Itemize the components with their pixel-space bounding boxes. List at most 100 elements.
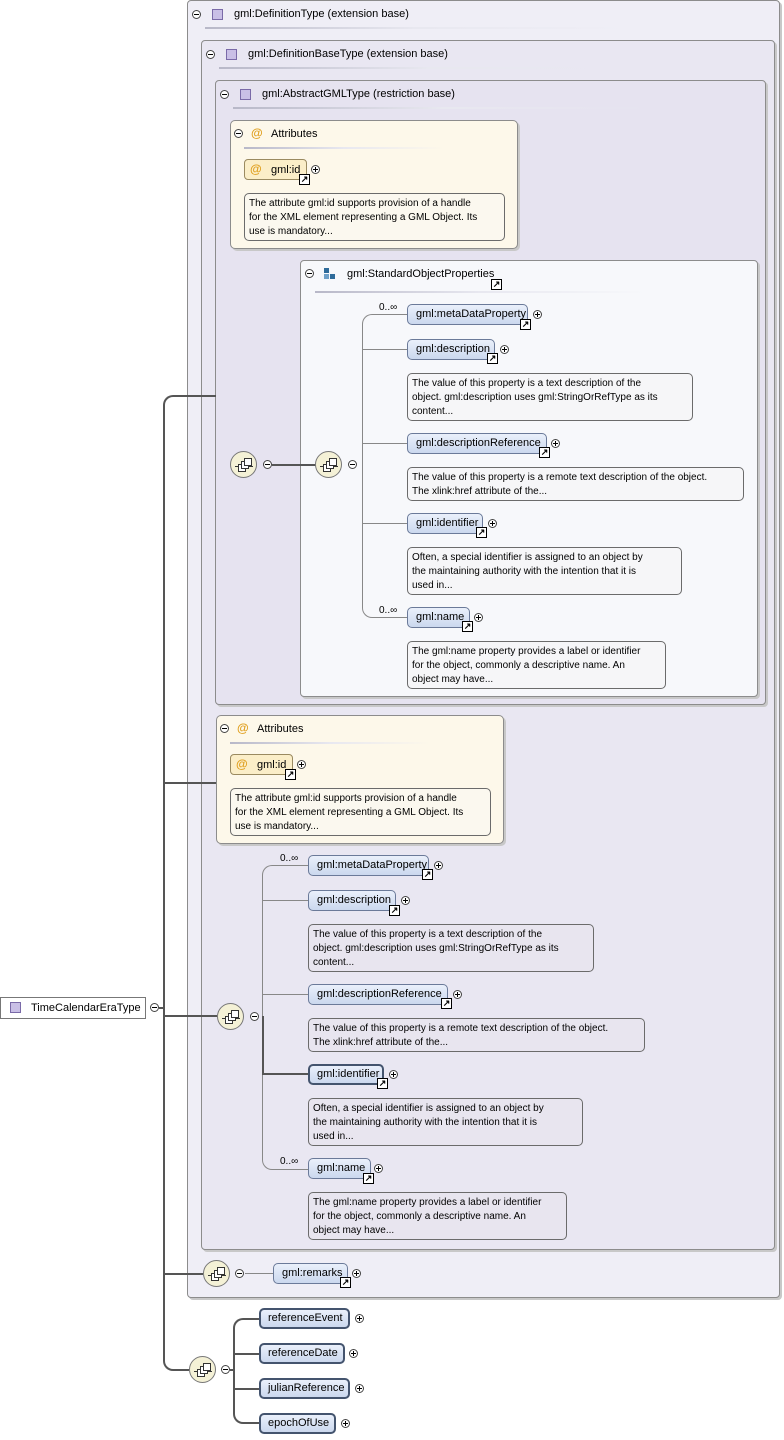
sequence-compositor-icon[interactable] — [217, 1003, 244, 1030]
sop-name-note: The gml:name property provides a label o… — [407, 641, 666, 689]
link-arrow-icon[interactable]: ↗ — [539, 447, 550, 458]
gml-id-attribute[interactable]: @ gml:id — [230, 754, 293, 775]
collapse-sequence-icon[interactable] — [250, 1012, 259, 1021]
element-label: gml:metaDataProperty — [317, 859, 428, 871]
sop-identifier-note: Often, a special identifier is assigned … — [407, 547, 682, 595]
attribute-icon: @ — [250, 162, 262, 176]
base-identifier-element[interactable]: gml:identifier — [308, 1064, 384, 1085]
attribute-icon: @ — [237, 721, 249, 735]
connector — [159, 1007, 165, 1009]
connector — [262, 994, 308, 995]
link-arrow-icon[interactable]: ↗ — [377, 1078, 388, 1089]
expand-icon[interactable] — [349, 1349, 358, 1358]
element-label: referenceEvent — [268, 1312, 343, 1324]
sequence-compositor-icon[interactable] — [203, 1260, 230, 1287]
expand-icon[interactable] — [341, 1419, 350, 1428]
sop-descriptionreference-element[interactable]: gml:descriptionReference — [407, 433, 547, 454]
link-arrow-icon[interactable]: ↗ — [462, 621, 473, 632]
expand-icon[interactable] — [474, 613, 483, 622]
sop-identifier-element[interactable]: gml:identifier — [407, 513, 483, 534]
collapse-attributes-icon[interactable] — [220, 724, 229, 733]
sequence-compositor-icon[interactable] — [315, 451, 342, 478]
expand-icon[interactable] — [355, 1384, 364, 1393]
expand-icon[interactable] — [453, 990, 462, 999]
collapse-abstract-gml-type-icon[interactable] — [220, 90, 229, 99]
remarks-element[interactable]: gml:remarks — [273, 1263, 348, 1284]
connector — [362, 330, 363, 606]
link-arrow-icon[interactable]: ↗ — [476, 527, 487, 538]
link-arrow-icon[interactable]: ↗ — [487, 353, 498, 364]
expand-icon[interactable] — [355, 1314, 364, 1323]
root-type-box[interactable]: TimeCalendarEraType — [0, 997, 146, 1019]
link-arrow-icon[interactable]: ↗ — [299, 174, 310, 185]
connector — [251, 1422, 259, 1424]
expand-icon[interactable] — [533, 310, 542, 319]
link-arrow-icon[interactable]: ↗ — [520, 319, 531, 330]
base-descriptionreference-element[interactable]: gml:descriptionReference — [308, 984, 448, 1005]
root-type-label: TimeCalendarEraType — [31, 1002, 141, 1014]
link-arrow-icon[interactable]: ↗ — [340, 1277, 351, 1288]
link-arrow-icon[interactable]: ↗ — [389, 905, 400, 916]
expand-icon[interactable] — [352, 1269, 361, 1278]
expand-icon[interactable] — [389, 1070, 398, 1079]
connector — [362, 523, 407, 524]
julian-reference-element[interactable]: julianReference — [259, 1378, 350, 1399]
connector — [245, 1273, 273, 1274]
note-line: The gml:name property provides a label o… — [412, 646, 641, 657]
expand-icon[interactable] — [297, 760, 306, 769]
reference-date-element[interactable]: referenceDate — [259, 1343, 345, 1364]
collapse-attributes-icon[interactable] — [234, 129, 243, 138]
collapse-sequence-icon[interactable] — [235, 1269, 244, 1278]
sop-name-element[interactable]: gml:name — [407, 607, 470, 628]
note-line: used in... — [313, 1131, 354, 1142]
base-name-element[interactable]: gml:name — [308, 1158, 371, 1179]
connector — [251, 1318, 259, 1320]
collapse-sequence-icon[interactable] — [263, 460, 272, 469]
expand-icon[interactable] — [401, 896, 410, 905]
group-icon — [324, 268, 336, 280]
connector — [163, 1273, 203, 1275]
reference-event-element[interactable]: referenceEvent — [259, 1308, 350, 1329]
expand-icon[interactable] — [374, 1164, 383, 1173]
gml-id-attribute[interactable]: @ gml:id — [244, 159, 307, 180]
link-arrow-icon[interactable]: ↗ — [285, 769, 296, 780]
element-label: gml:identifier — [317, 1068, 380, 1080]
connector — [362, 314, 382, 334]
collapse-sequence-icon[interactable] — [348, 460, 357, 469]
note-line: for the object, commonly a descriptive n… — [412, 660, 625, 671]
sop-description-element[interactable]: gml:description — [407, 339, 495, 360]
sequence-compositor-icon[interactable] — [230, 451, 257, 478]
expand-icon[interactable] — [500, 345, 509, 354]
sop-description-note: The value of this property is a text des… — [407, 373, 693, 421]
note-line: object may have... — [313, 1225, 395, 1236]
base-identifier-note: Often, a special identifier is assigned … — [308, 1098, 583, 1146]
sop-metadataproperty-element[interactable]: gml:metaDataProperty — [407, 304, 528, 325]
connector — [163, 1351, 183, 1371]
base-description-element[interactable]: gml:description — [308, 890, 396, 911]
collapse-sequence-icon[interactable] — [221, 1365, 230, 1374]
expand-icon[interactable] — [551, 439, 560, 448]
epoch-of-use-element[interactable]: epochOfUse — [259, 1413, 336, 1434]
connector — [262, 1150, 282, 1170]
expand-icon[interactable] — [434, 861, 443, 870]
connector — [362, 443, 407, 444]
base-description-note: The value of this property is a text des… — [308, 924, 594, 972]
link-arrow-icon[interactable]: ↗ — [422, 869, 433, 880]
complex-type-icon — [226, 49, 237, 60]
attributes-inner-title: Attributes — [271, 128, 318, 140]
note-line: for the XML element representing a GML O… — [235, 807, 464, 818]
collapse-definition-base-type-icon[interactable] — [206, 50, 215, 59]
connector — [362, 349, 407, 350]
note-line: The gml:name property provides a label o… — [313, 1197, 542, 1208]
link-arrow-icon[interactable]: ↗ — [441, 998, 452, 1009]
note-line: The xlink:href attribute of the... — [313, 1037, 449, 1048]
link-arrow-icon[interactable]: ↗ — [363, 1173, 374, 1184]
expand-icon[interactable] — [311, 165, 320, 174]
collapse-group-icon[interactable] — [305, 269, 314, 278]
collapse-definition-type-icon[interactable] — [192, 10, 201, 19]
link-arrow-icon[interactable]: ↗ — [491, 279, 502, 290]
sequence-compositor-icon[interactable] — [189, 1356, 216, 1383]
collapse-root-icon[interactable] — [150, 1003, 159, 1012]
expand-icon[interactable] — [488, 519, 497, 528]
base-metadataproperty-element[interactable]: gml:metaDataProperty — [308, 855, 429, 876]
